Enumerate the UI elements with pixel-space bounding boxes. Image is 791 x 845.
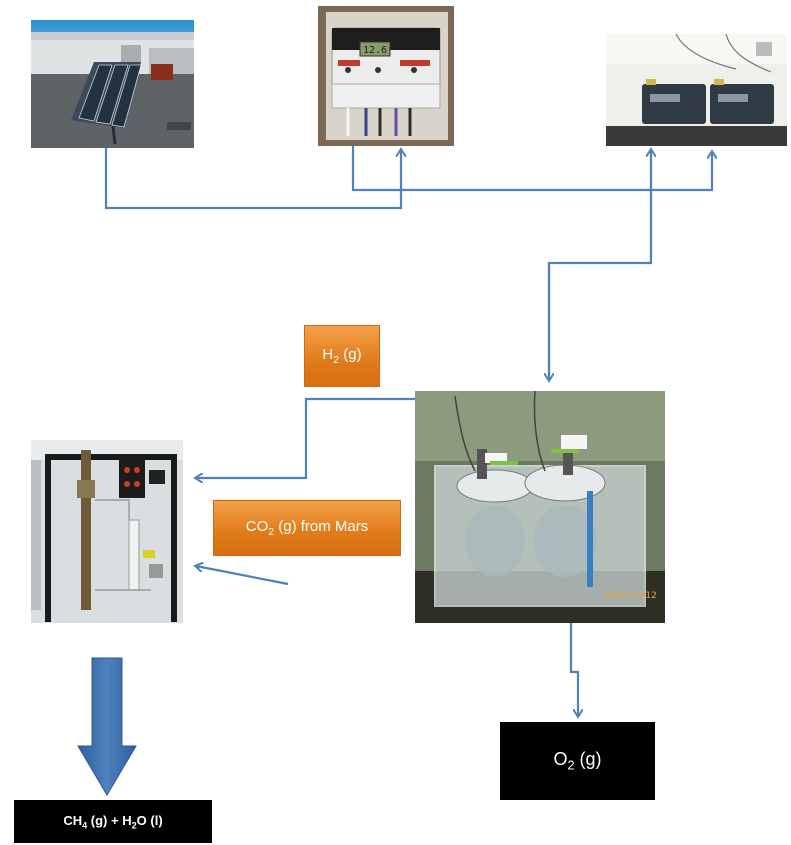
o2-output-box: O2 (g) xyxy=(500,722,655,800)
svg-text:12.6: 12.6 xyxy=(363,45,387,56)
battery-bank-photo xyxy=(606,34,787,146)
product-down-arrow xyxy=(77,657,137,796)
co2-label-box: CO2 (g) from Mars xyxy=(213,500,401,556)
o2-label: O2 (g) xyxy=(553,749,602,773)
o2-flow-line xyxy=(569,622,578,716)
battery-to-electrolyzer-line xyxy=(547,150,651,380)
sabatier-reactor-photo xyxy=(31,440,183,623)
ch4-label: CH4 (g) + H2O (l) xyxy=(63,812,163,831)
co2-flow-line xyxy=(196,566,289,586)
co2-label: CO2 (g) from Mars xyxy=(245,518,369,538)
solar-to-controller-line xyxy=(104,148,401,210)
h2-label: H2 (g) xyxy=(322,346,362,366)
electrolysis-cell-photo: 07/23/2012 xyxy=(415,391,665,623)
solar-panel-photo xyxy=(31,20,194,148)
h2-flow-line xyxy=(196,397,415,478)
charge-controller-photo: 12.6 xyxy=(318,6,454,146)
ch4-output-box: CH4 (g) + H2O (l) xyxy=(14,800,212,843)
electrolyzer-timestamp: 07/23/2012 xyxy=(605,591,657,601)
controller-to-battery-line xyxy=(351,146,712,192)
h2-label-box: H2 (g) xyxy=(304,325,380,387)
